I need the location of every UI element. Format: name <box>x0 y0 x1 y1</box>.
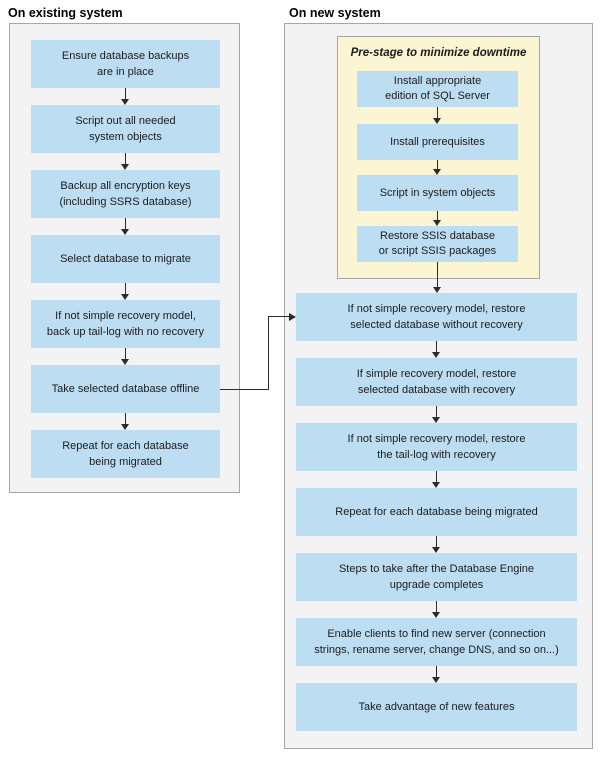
down-arrow <box>121 348 130 365</box>
down-arrow <box>121 153 130 170</box>
down-arrow <box>121 218 130 235</box>
down-arrow <box>432 601 441 618</box>
step-restore-ssis: Restore SSIS database or script SSIS pac… <box>357 226 518 262</box>
step-select-database: Select database to migrate <box>31 235 220 283</box>
step-tail-log-backup: If not simple recovery model, back up ta… <box>31 300 220 348</box>
down-arrow <box>433 107 442 124</box>
new-system-title: On new system <box>289 6 381 20</box>
down-arrow <box>432 406 441 423</box>
down-arrow <box>121 88 130 105</box>
down-arrow <box>432 666 441 683</box>
prestage-panel: Pre-stage to minimize downtime Install a… <box>337 36 540 279</box>
step-install-prerequisites: Install prerequisites <box>357 124 518 160</box>
step-post-upgrade: Steps to take after the Database Engine … <box>296 553 577 601</box>
down-arrow <box>433 160 442 175</box>
prestage-title: Pre-stage to minimize downtime <box>350 47 527 59</box>
down-arrow <box>432 471 441 488</box>
step-backup-encryption-keys: Backup all encryption keys (including SS… <box>31 170 220 218</box>
step-repeat-existing: Repeat for each database being migrated <box>31 430 220 478</box>
step-take-offline: Take selected database offline <box>31 365 220 413</box>
down-arrow <box>433 262 442 293</box>
down-arrow <box>121 283 130 300</box>
existing-system-title: On existing system <box>8 6 123 20</box>
down-arrow <box>432 536 441 553</box>
down-arrow <box>432 341 441 358</box>
step-restore-with-recovery: If simple recovery model, restore select… <box>296 358 577 406</box>
step-repeat-new: Repeat for each database being migrated <box>296 488 577 536</box>
step-enable-clients: Enable clients to find new server (conne… <box>296 618 577 666</box>
step-ensure-backups: Ensure database backups are in place <box>31 40 220 88</box>
new-system-panel: Pre-stage to minimize downtime Install a… <box>284 23 593 749</box>
step-script-out-objects: Script out all needed system objects <box>31 105 220 153</box>
down-arrow <box>433 211 442 226</box>
step-install-sql-server: Install appropriate edition of SQL Serve… <box>357 71 518 107</box>
step-restore-taillog: If not simple recovery model, restore th… <box>296 423 577 471</box>
down-arrow <box>121 413 130 430</box>
step-new-features: Take advantage of new features <box>296 683 577 731</box>
step-script-in-objects: Script in system objects <box>357 175 518 211</box>
existing-system-panel: Ensure database backups are in place Scr… <box>9 23 240 493</box>
step-restore-without-recovery: If not simple recovery model, restore se… <box>296 293 577 341</box>
